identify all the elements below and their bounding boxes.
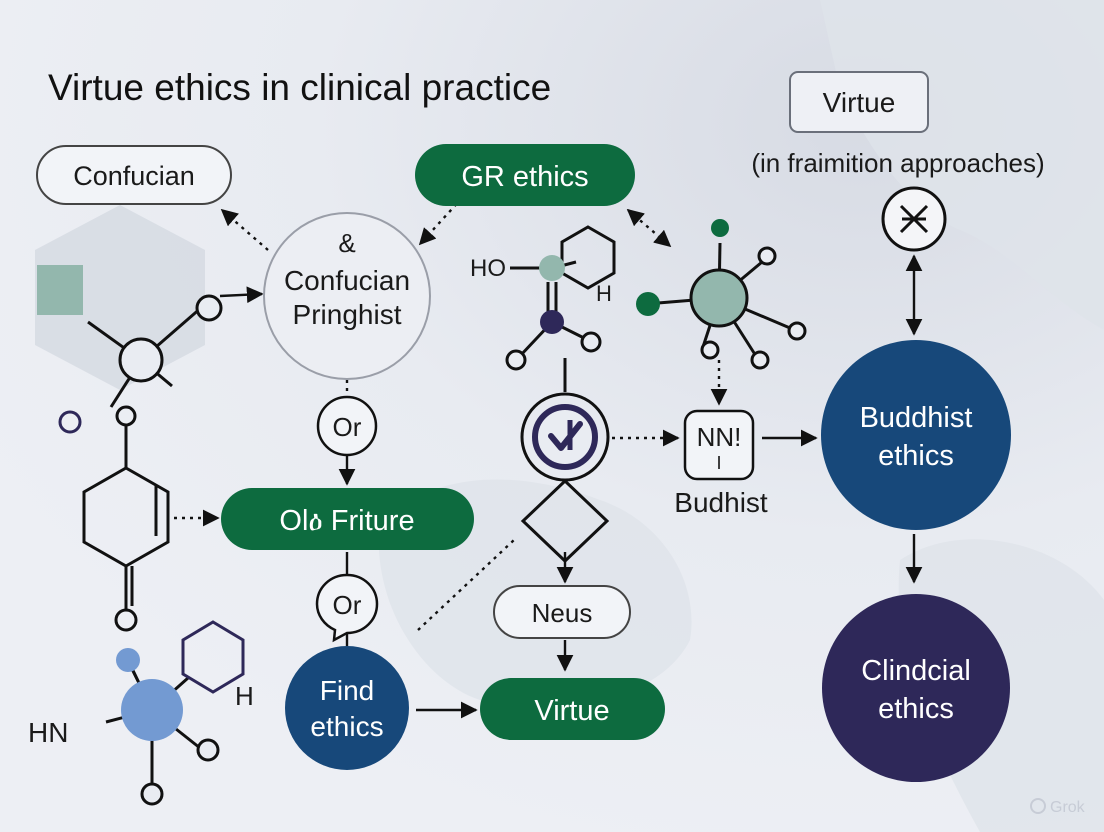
arrow-left-mol-to-circle — [219, 286, 264, 304]
chem-ho: HO — [470, 255, 506, 282]
node-confucian-pringhist[interactable]: & Confucian Pringhist — [263, 212, 431, 380]
node-clinical-line1: Clindcial — [861, 655, 971, 687]
node-confucian-top[interactable]: Confucian — [36, 145, 232, 205]
node-or-bottom[interactable]: Or — [315, 573, 379, 643]
arrow-circle-to-confucian — [220, 208, 269, 251]
node-virtue-box[interactable]: Virtue — [789, 71, 929, 133]
node-find-ethics-line2: ethics — [310, 711, 383, 742]
node-nn-box[interactable]: NN! I — [683, 409, 755, 481]
node-nn-line1: NN! — [697, 422, 742, 452]
node-clinical-ethics[interactable]: Clindcial ethics — [822, 594, 1010, 782]
node-find-ethics[interactable]: Find ethics — [285, 646, 409, 770]
teal-square — [37, 265, 83, 315]
chem-h-top: H — [596, 281, 612, 306]
atom-indigo-small — [58, 410, 82, 434]
chem-hn: HN — [28, 717, 68, 748]
arrow-gr-to-molecule — [626, 208, 672, 248]
page-title: Virtue ethics in clinical practice — [48, 67, 551, 108]
watermark-text: Grok — [1050, 799, 1086, 816]
node-find-ethics-line1: Find — [320, 675, 374, 706]
framing-caption: (in fraimition approaches) — [751, 148, 1044, 178]
bottom-left-molecule: HN H — [28, 620, 254, 806]
left-top-molecule — [37, 265, 223, 408]
right-molecule — [636, 219, 807, 370]
node-neus-label: Neus — [532, 598, 593, 628]
node-buddhist-line2: ethics — [878, 440, 954, 472]
node-virtue-box-label: Virtue — [823, 87, 896, 118]
node-confucian-line1: & — [338, 228, 355, 258]
diagonal-dotted-line — [417, 539, 515, 631]
hexagon-ring-icon — [82, 405, 170, 632]
budhist-label: Budhist — [674, 487, 768, 518]
chem-h-bottom: H — [235, 681, 254, 711]
check-seal-icon — [520, 392, 610, 482]
bowtie-icon[interactable] — [881, 186, 947, 252]
node-gr-ethics[interactable]: GR ethics — [415, 144, 635, 206]
background-hexagon — [35, 205, 205, 390]
node-old-friture[interactable]: Olዕ Friture — [221, 488, 474, 550]
node-confucian-line2: Confucian — [284, 265, 410, 296]
node-gr-ethics-label: GR ethics — [461, 161, 588, 193]
node-confucian-line3: Pringhist — [293, 299, 402, 330]
node-confucian-top-label: Confucian — [73, 161, 195, 191]
node-neus[interactable]: Neus — [493, 585, 631, 639]
node-or-top-label: Or — [333, 412, 362, 442]
node-virtue-pill[interactable]: Virtue — [480, 678, 665, 740]
node-old-friture-label: Olዕ Friture — [279, 505, 414, 537]
center-molecule: HO H — [470, 225, 616, 392]
node-virtue-pill-label: Virtue — [534, 695, 609, 727]
watermark: Grok — [1030, 798, 1086, 816]
node-buddhist-line1: Buddhist — [860, 402, 973, 434]
node-nn-line2: I — [716, 453, 721, 473]
node-buddhist-ethics[interactable]: Buddhist ethics — [821, 340, 1011, 530]
diamond-icon — [520, 478, 610, 564]
node-or-top[interactable]: Or — [316, 395, 378, 457]
node-or-bottom-label: Or — [333, 590, 362, 620]
node-clinical-line2: ethics — [878, 693, 954, 725]
